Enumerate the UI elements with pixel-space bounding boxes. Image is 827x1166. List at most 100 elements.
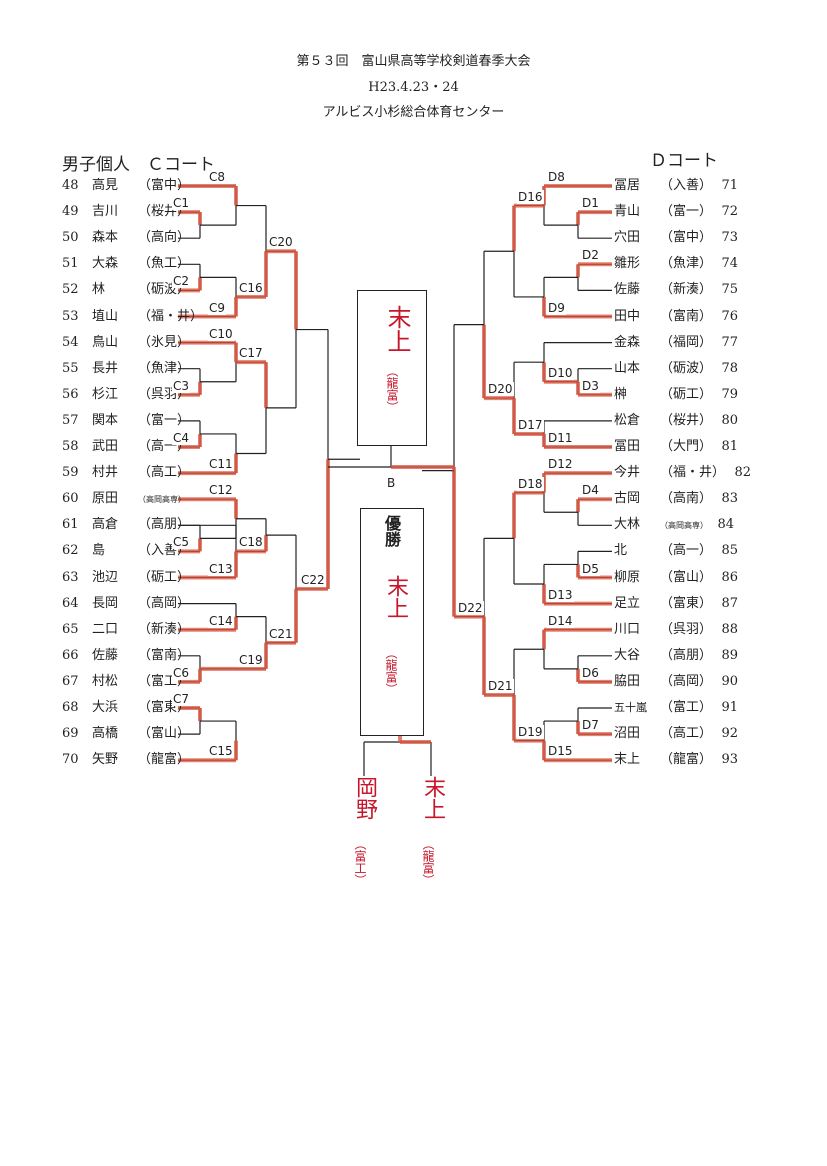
team-school: （魚工） [138, 256, 191, 272]
team-name: 大森 [92, 256, 119, 272]
team-name: 埴山 [92, 308, 119, 324]
team-name: 今井 [614, 465, 641, 481]
team-school: （富中） [660, 230, 713, 246]
team-name: 吉川 [92, 204, 119, 220]
match-label: D22 [457, 600, 484, 615]
right-team-row: 脇田 （高岡） 90 [614, 674, 738, 690]
team-name: 北 [614, 543, 628, 559]
match-label: D21 [487, 678, 514, 693]
right-team-row: 佐藤（新湊）75 [614, 282, 738, 298]
team-name: 村松 [92, 673, 119, 689]
team-name: 金森 [614, 334, 641, 350]
team-number: 82 [734, 465, 752, 481]
match-label: D7 [581, 718, 600, 733]
team-number: 86 [721, 569, 739, 585]
champion-school: （龍富） [384, 647, 398, 695]
match-label: C6 [172, 665, 191, 680]
match-label: C21 [268, 626, 294, 641]
team-school: （富中） [138, 178, 191, 193]
team-school: （呉羽） [660, 621, 713, 637]
match-label: D13 [547, 587, 574, 602]
right-team-row: 冨居（入善）71 [614, 178, 738, 194]
match-label: D6 [581, 665, 600, 680]
team-school: （富南） [138, 647, 191, 663]
team-school: （魚津） [660, 256, 713, 272]
team-number: 56 [62, 386, 79, 402]
team-number: 59 [62, 465, 79, 481]
match-label: C18 [238, 535, 264, 550]
left-court-title: 男子個人 Ｃコート [62, 155, 215, 175]
team-school: （富工） [660, 700, 713, 715]
team-name: 原田 [92, 491, 119, 507]
team-number: 79 [721, 386, 739, 402]
team-name: 冨田 [614, 439, 641, 454]
match-label: C17 [238, 346, 264, 361]
team-number: 88 [721, 621, 739, 637]
team-number: 72 [721, 204, 739, 220]
match-label: C15 [208, 744, 234, 759]
team-school: （高南） [660, 491, 713, 507]
team-number: 66 [62, 647, 79, 663]
right-team-row: 冨田（大門）81 [614, 439, 738, 455]
finalist-right-school: （龍富） [421, 838, 435, 886]
team-number: 62 [62, 543, 79, 559]
match-label: C1 [172, 196, 191, 211]
right-team-row: 末上（龍富）93 [614, 752, 738, 768]
match-label: C3 [172, 378, 191, 393]
team-school: （高朋） [660, 647, 713, 663]
match-label: C8 [208, 170, 227, 184]
team-school: （高工） [660, 726, 713, 742]
team-number: 71 [721, 178, 739, 193]
team-number: 90 [721, 673, 739, 689]
team-name: 大浜 [92, 700, 119, 715]
team-number: 67 [62, 673, 79, 689]
tournament-venue: アルビス小杉総合体育センター [322, 105, 505, 120]
team-number: 92 [721, 726, 739, 742]
right-team-row: 五十嵐（富工）91 [614, 700, 738, 716]
team-name: 柳原 [614, 569, 641, 585]
right-team-row: 雛形（魚津）74 [614, 256, 738, 272]
team-name: 高見 [92, 178, 119, 193]
semifinal-winner-box: 末上 （龍富） [357, 290, 427, 446]
team-name: 足立 [614, 595, 641, 611]
team-number: 64 [62, 595, 79, 611]
match-label: D15 [547, 744, 574, 759]
team-number: 63 [62, 569, 79, 585]
team-name: 脇田 [614, 673, 641, 689]
match-label: D8 [547, 170, 566, 184]
right-team-row: 青山（富一）72 [614, 204, 738, 220]
match-label: C11 [208, 457, 234, 472]
team-number: 68 [62, 700, 79, 715]
match-label: D4 [581, 483, 600, 498]
right-team-row: 古岡（高南）83 [614, 491, 738, 507]
match-label: C19 [238, 652, 264, 667]
right-team-row: 沼田（高工）92 [614, 726, 738, 742]
finalist-left-name: 岡野 [352, 776, 377, 820]
team-name: 二口 [92, 621, 119, 637]
match-label: D14 [547, 613, 574, 628]
team-name: 田中 [614, 308, 641, 324]
right-team-row: 北（高一）85 [614, 543, 738, 559]
right-team-row: 金森（福岡）77 [614, 335, 738, 351]
team-name: 森本 [92, 230, 119, 246]
match-label: D17 [517, 417, 544, 432]
team-name: 杉江 [92, 386, 119, 402]
match-label: D2 [581, 248, 600, 263]
team-number: 49 [62, 204, 79, 220]
team-name: 矢野 [92, 752, 119, 768]
team-name: 青山 [614, 204, 641, 220]
match-label: C4 [172, 431, 191, 445]
team-school: （高岡） [660, 673, 713, 689]
